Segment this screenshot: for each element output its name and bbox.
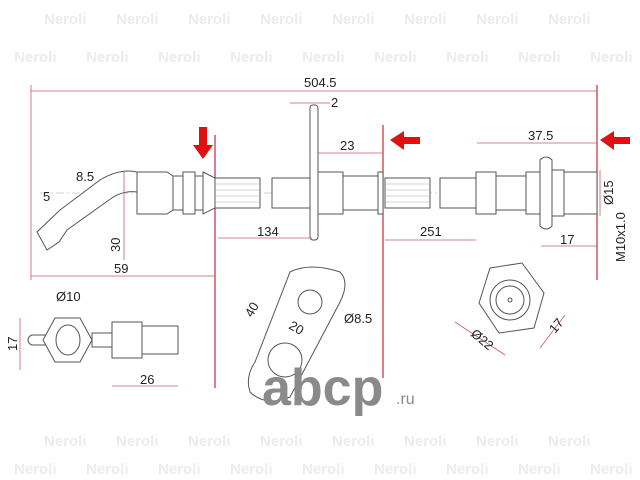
watermark-text: Neroli [302,49,345,66]
watermark-text: Neroli [86,461,129,478]
hex-nut [454,262,566,356]
dimension-labels: 504.5 2 23 134 251 37.5 17 Ø15 M10x1.0 5… [5,75,628,387]
arrow-down-icon [193,127,213,159]
dim-left-fitting-length: 26 [140,372,154,387]
watermark-text: Neroli [476,433,519,450]
watermark-text: Neroli [446,49,489,66]
watermark-text: Neroli [116,11,159,28]
bracket-hole-small [297,289,323,315]
watermark-text: Neroli [518,461,561,478]
dim-total-length: 504.5 [304,75,337,90]
dim-tube-tip: 5 [43,189,50,204]
arrow-left-icon [600,131,630,150]
watermark-text: Neroli [548,11,591,28]
hose-segment [384,177,431,209]
hose-segment [271,177,313,209]
watermark-text: Neroli [374,461,417,478]
dim-tube-width: 8.5 [76,169,94,184]
watermark-text: Neroli [188,433,231,450]
dim-nut-flats: 17 [546,315,567,336]
watermark-text: Neroli [590,49,633,66]
logo-suffix: .ru [396,391,415,408]
watermark-text: Neroli [332,11,375,28]
dim-flange-thickness: 2 [331,95,338,110]
watermark-text: Neroli [548,433,591,450]
watermark-text: Neroli [230,49,273,66]
dim-right-hose-section: 251 [420,224,442,239]
banjo-hole [55,324,81,356]
brake-hose [36,104,600,251]
dim-banjo-offset: 59 [114,261,128,276]
mounting-bracket [247,266,346,402]
watermark-text: Neroli [476,11,519,28]
watermark-text: Neroli [44,433,87,450]
dim-right-fitting-length: 37.5 [528,128,553,143]
threaded-end [563,171,598,215]
watermark-text: Neroli [116,433,159,450]
watermark-text: Neroli [230,461,273,478]
watermark-text: Neroli [404,11,447,28]
dim-bend-height: 30 [108,238,123,252]
bent-metal-tube [36,170,138,251]
dim-thread-diameter: Ø15 [601,180,616,205]
hose-segment [214,177,261,209]
watermark-text: Neroli [260,433,303,450]
watermark-text: Neroli [302,461,345,478]
watermark-text: Neroli [332,433,375,450]
watermark-text: Neroli [14,49,57,66]
watermark-text: Neroli [188,11,231,28]
flange-plate [309,104,319,241]
dim-thread-spec: M10x1.0 [613,212,628,262]
hose-ribs [216,183,430,203]
dimension-lines [19,90,601,387]
watermark-text: Neroli [446,461,489,478]
dim-nut-diameter: Ø22 [468,326,496,353]
dim-banjo-hole: Ø10 [56,289,81,304]
right-fitting [475,156,598,230]
dim-bracket-hole: Ø8.5 [344,311,372,326]
watermark-text: Neroli [86,49,129,66]
watermark-text: Neroli [518,49,561,66]
dim-left-hose-section: 134 [257,224,279,239]
dim-thread-length: 17 [560,232,574,247]
dim-bracket-hole-spacing: 20 [287,318,307,338]
middle-fitting [317,171,384,215]
arrow-left-icon [390,131,420,150]
watermark-text: Neroli [44,11,87,28]
watermark-text: Neroli [158,461,201,478]
watermark-text: Neroli [158,49,201,66]
bracket-hole-large [267,342,303,378]
watermark-text: Neroli [374,49,417,66]
dim-bracket-length: 40 [242,299,262,319]
dim-banjo-width: 17 [5,337,20,351]
abcp-logo: abcp .ru [262,359,415,417]
left-fitting [136,171,216,215]
watermark-text: Neroli [590,461,633,478]
dim-flange-to-end: 23 [340,138,354,153]
hose-segment [439,177,477,209]
watermark-text: Neroli [14,461,57,478]
watermark-text: Neroli [260,11,303,28]
watermark-text: Neroli [404,433,447,450]
banjo-fitting [27,317,179,363]
logo-text: abcp [262,359,383,417]
